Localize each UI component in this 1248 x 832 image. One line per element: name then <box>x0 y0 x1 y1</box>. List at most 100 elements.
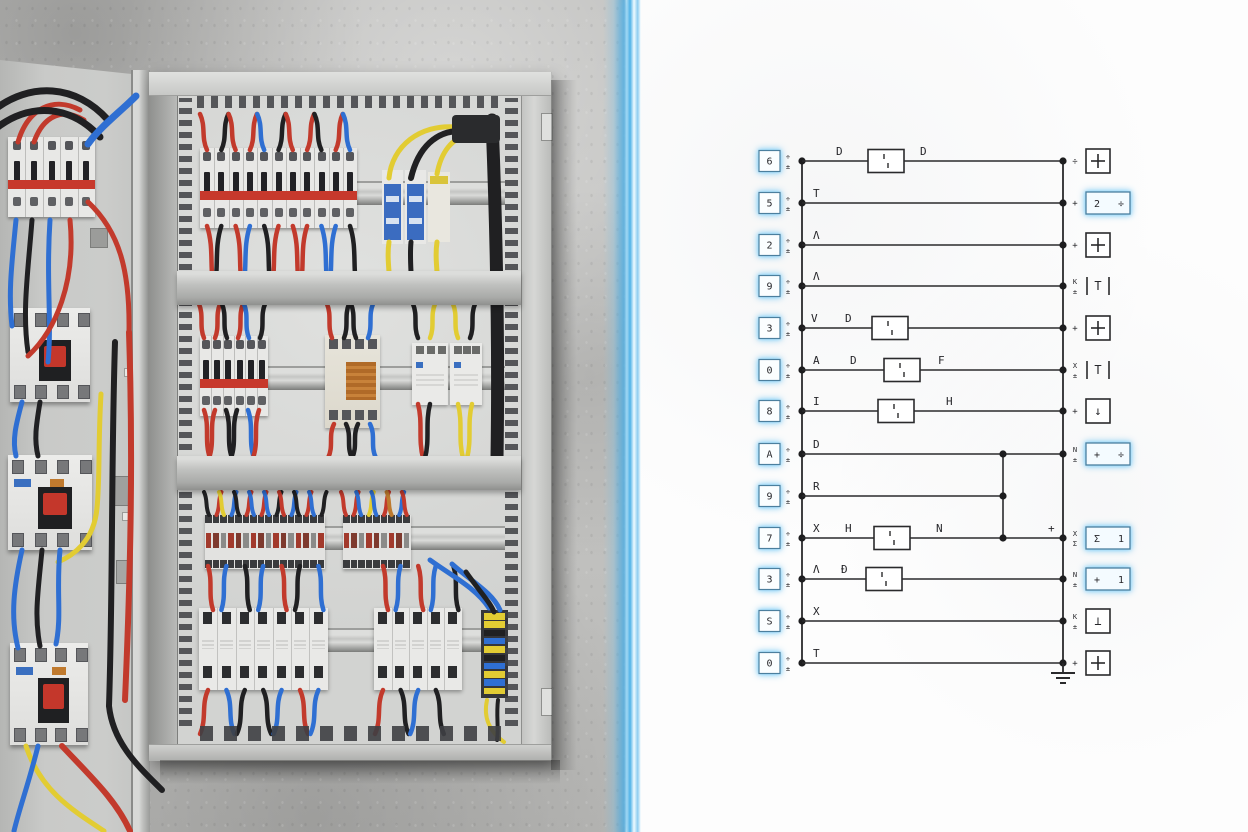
bus-tick: + <box>1072 199 1078 209</box>
wire <box>451 563 461 613</box>
tiny-glyph: ± <box>786 330 790 338</box>
wire <box>369 490 379 517</box>
strip-block <box>484 613 505 620</box>
wire <box>23 743 107 832</box>
tiny-glyph: ÷ <box>786 488 790 496</box>
wire <box>7 217 19 329</box>
line-label: T <box>813 187 820 200</box>
wire <box>449 561 503 613</box>
screw-terminal <box>231 208 240 217</box>
toggle <box>247 360 254 383</box>
toggle <box>218 172 225 195</box>
terminal-clamp <box>358 533 364 548</box>
node-glyph: 1 <box>1118 575 1124 586</box>
wire <box>276 111 288 153</box>
tiny-glyph: ± <box>786 540 790 548</box>
label-lines <box>238 640 252 649</box>
terminal-cap <box>227 560 234 568</box>
wire <box>34 547 45 649</box>
screw-terminal <box>258 340 267 349</box>
line-label: T <box>813 647 820 660</box>
label-lines <box>377 640 389 649</box>
screw-terminal <box>224 340 233 349</box>
tiny-glyph: ± <box>786 205 790 213</box>
screw-terminal <box>329 410 338 420</box>
screw-terminal <box>30 197 39 206</box>
frame-right-face <box>521 72 552 760</box>
module-separator <box>272 608 274 690</box>
wire <box>427 301 438 341</box>
terminal-clamp <box>220 533 226 548</box>
wire <box>55 391 104 565</box>
terminal-clamp <box>235 533 241 548</box>
screw-terminal <box>235 340 244 349</box>
screw-terminal <box>12 460 24 474</box>
wire <box>219 301 230 341</box>
node-glyph: T <box>1094 363 1101 377</box>
component-box <box>865 566 903 592</box>
bus-tick: X <box>1073 530 1078 538</box>
label-tag-blue <box>14 479 31 487</box>
tiny-glyph: ÷ <box>786 195 790 203</box>
bus-tick: ± <box>1073 623 1077 631</box>
connector <box>430 666 440 678</box>
connector <box>221 666 231 678</box>
screw-terminal <box>64 197 73 206</box>
toggle <box>261 172 268 195</box>
screw-terminal <box>246 340 255 349</box>
wire <box>450 301 461 341</box>
line-label: D <box>850 354 857 367</box>
strip-block <box>484 662 505 670</box>
strip-block <box>484 671 505 678</box>
wire <box>348 301 359 341</box>
terminal-cap <box>350 560 357 568</box>
screw-terminal <box>203 152 212 161</box>
connector <box>395 612 405 624</box>
wire <box>365 301 376 341</box>
terminal-cap <box>205 515 212 523</box>
junction-dot <box>999 450 1007 458</box>
label-lines <box>394 640 407 649</box>
node-glyph: + <box>1094 575 1100 586</box>
terminal-cap <box>272 560 279 568</box>
hinge-plate <box>541 688 553 716</box>
terminal-cap <box>317 515 324 523</box>
screw-terminal <box>12 141 21 150</box>
comparison-divider-handle[interactable] <box>627 0 641 832</box>
terminal-cap <box>403 560 410 568</box>
screw-terminal <box>78 313 90 327</box>
tiny-glyph: ± <box>786 581 790 589</box>
bus-tick: + <box>1072 241 1078 251</box>
screw-terminal <box>416 346 424 354</box>
screw-terminal <box>57 533 70 547</box>
tiny-glyph: ÷ <box>786 362 790 370</box>
connector <box>313 612 323 624</box>
label-tag-blue <box>16 667 33 675</box>
wire <box>0 107 104 141</box>
connector <box>203 666 213 678</box>
screw-terminal <box>34 728 47 742</box>
bus-tick: ÷ <box>1072 157 1078 167</box>
terminal-clamp <box>258 533 264 548</box>
wire <box>45 217 53 365</box>
screw-terminal <box>258 396 267 405</box>
screw-terminal <box>346 152 355 161</box>
screw-terminal <box>472 346 480 354</box>
wire <box>11 547 25 651</box>
tiny-glyph: ± <box>786 247 790 255</box>
junction-dot <box>1059 534 1067 542</box>
wire <box>22 217 35 355</box>
terminal-clamp <box>318 533 324 548</box>
screw-terminal <box>201 340 210 349</box>
line-label: D <box>836 145 843 158</box>
screw-terminal <box>368 410 377 420</box>
terminal-clamp <box>213 533 219 548</box>
terminal-cap <box>280 560 287 568</box>
screw-terminal <box>303 152 312 161</box>
label-lines <box>447 640 459 649</box>
terminal-clamp <box>288 533 294 548</box>
vent-strip-left <box>179 98 192 726</box>
terminal-cap <box>257 560 264 568</box>
surge-window <box>386 196 399 202</box>
